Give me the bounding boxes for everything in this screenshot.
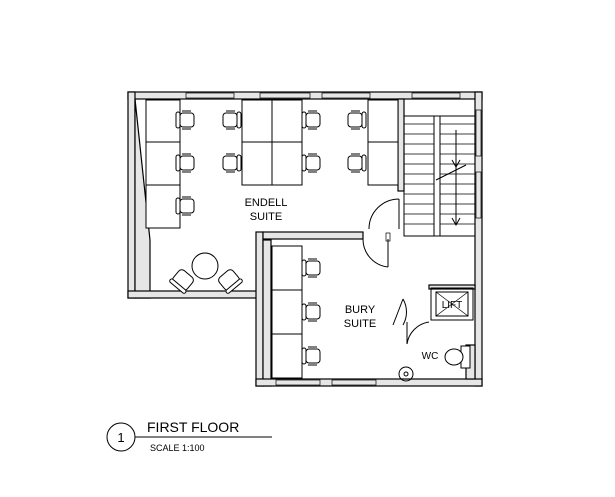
chair [301, 110, 321, 130]
chair [301, 258, 321, 278]
chair [347, 110, 367, 130]
meeting-table [169, 252, 243, 294]
chair [301, 153, 321, 173]
endell-desks [145, 99, 399, 229]
chair [301, 346, 321, 366]
lift-shaft [430, 287, 474, 321]
staircase [403, 115, 476, 237]
drawing-title: FIRST FLOOR [147, 419, 239, 435]
bury-desks [271, 245, 303, 379]
chair [222, 153, 242, 173]
wc-fixtures [398, 345, 471, 382]
drawing-number: 1 [117, 430, 124, 445]
doors [362, 198, 430, 345]
endell-label-1: ENDELL [245, 197, 288, 209]
lift-label: LIFT [442, 300, 463, 311]
chair [175, 153, 195, 173]
walls [127, 91, 483, 387]
bury-label-2: SUITE [344, 318, 376, 330]
chairs [175, 110, 367, 366]
chair [301, 302, 321, 322]
drawing-scale: SCALE 1:100 [150, 443, 205, 453]
room-labels: ENDELL SUITE BURY SUITE LIFT WC [245, 197, 463, 362]
endell-label-2: SUITE [250, 211, 282, 223]
title-block: 1 FIRST FLOOR SCALE 1:100 [106, 419, 272, 453]
windows [185, 92, 482, 386]
chair [175, 196, 195, 216]
wc-label: WC [422, 351, 439, 362]
bury-label-1: BURY [345, 304, 376, 316]
chair [175, 110, 195, 130]
chair [222, 110, 242, 130]
chair [347, 153, 367, 173]
